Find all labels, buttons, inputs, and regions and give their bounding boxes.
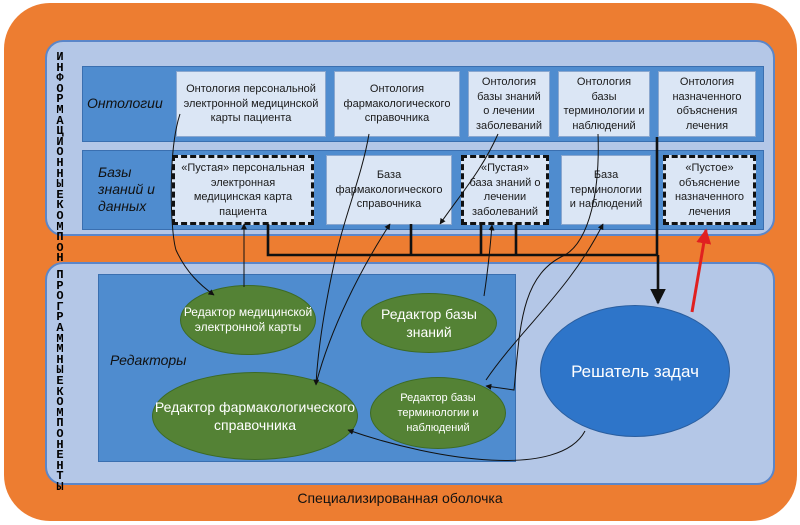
- pharma-reference-editor: Редактор фармакологического справочника: [152, 372, 358, 460]
- empty-treatment-explanation: «Пустое» объяснение назначенного лечения: [663, 155, 756, 225]
- terminology-base: База терминологии и наблюдений: [561, 155, 651, 225]
- ontologies-label: Онтологии: [87, 95, 163, 111]
- program-components-label: ПРОГРАММНЫЕКОМПОНЕНТЫ: [56, 268, 64, 494]
- task-solver: Решатель задач: [540, 305, 730, 437]
- knowledge-base-editor: Редактор базы знаний: [361, 293, 497, 353]
- empty-treatment-kb: «Пустая» база знаний о лечении заболеван…: [461, 155, 549, 225]
- ontology-terminology-base: Онтология базы терминологии и наблюдений: [558, 71, 650, 137]
- editors-label: Редакторы: [110, 352, 187, 368]
- pharma-reference-base: База фармакологического справочника: [326, 155, 452, 225]
- ontology-pharma-reference: Онтология фармакологического справочника: [334, 71, 460, 137]
- empty-medical-card: «Пустая» персональная электронная медици…: [172, 155, 314, 225]
- knowledge-bases-label: Базы знаний и данных: [98, 164, 155, 214]
- ontology-medical-card: Онтология персональной электронной медиц…: [176, 71, 326, 137]
- medical-card-editor: Редактор медицинской электронной карты: [180, 285, 316, 355]
- terminology-base-editor: Редактор базы терминологии и наблюдений: [370, 377, 506, 449]
- info-components-label: ИНФОРМАЦИОННЫЕКОМПОНЕНТЫ: [56, 50, 64, 307]
- shell-label: Специализированная оболочка: [297, 490, 503, 506]
- ontology-treatment-explanation: Онтология назначенного объяснения лечени…: [658, 71, 756, 137]
- ontology-treatment-kb: Онтология базы знаний о лечении заболева…: [468, 71, 550, 137]
